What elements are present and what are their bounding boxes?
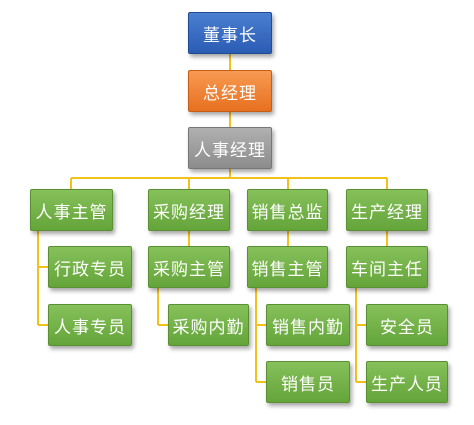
node-purchasing-manager: 采购经理 bbox=[148, 189, 230, 231]
node-sales-clerk: 销售内勤 bbox=[266, 304, 350, 346]
node-hr-manager: 人事经理 bbox=[188, 127, 272, 169]
node-chairman: 董事长 bbox=[188, 12, 272, 54]
node-sales-director: 销售总监 bbox=[247, 189, 328, 231]
node-admin-specialist: 行政专员 bbox=[48, 246, 132, 288]
node-production-manager: 生产经理 bbox=[346, 189, 428, 231]
node-general-manager: 总经理 bbox=[188, 70, 272, 112]
node-workshop-director: 车间主任 bbox=[346, 246, 428, 288]
node-hr-supervisor: 人事主管 bbox=[30, 189, 113, 231]
node-hr-specialist: 人事专员 bbox=[48, 304, 132, 346]
node-safety-officer: 安全员 bbox=[366, 304, 448, 346]
node-purchasing-clerk: 采购内勤 bbox=[168, 304, 249, 346]
node-salesperson: 销售员 bbox=[266, 361, 350, 403]
connector-lines bbox=[37, 54, 388, 383]
node-purchasing-supervisor: 采购主管 bbox=[148, 246, 230, 288]
node-production-staff: 生产人员 bbox=[366, 361, 448, 403]
node-sales-supervisor: 销售主管 bbox=[247, 246, 328, 288]
